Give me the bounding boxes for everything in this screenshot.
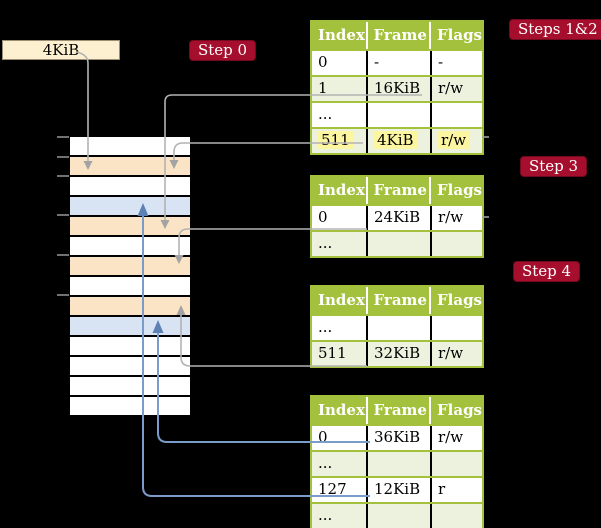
table-cell: ... (312, 504, 368, 528)
memory-frame-row-9 (70, 297, 190, 315)
memory-frame-row-12 (70, 357, 190, 375)
table-cell: - (368, 51, 432, 75)
column-header-frame: Frame (368, 287, 431, 314)
table-cell (368, 103, 432, 127)
table-row: ... (312, 314, 482, 340)
table-cell: 32KiB (368, 342, 432, 366)
table-cell: - (438, 53, 444, 71)
table-cell (368, 504, 432, 528)
highlighted-value: 4KiB (374, 131, 417, 149)
table-row: 0-- (312, 49, 482, 75)
column-header-flags: Flags (437, 291, 482, 309)
memory-frame-row-13 (70, 377, 190, 395)
steps-1-2-badge: Steps 1&2 (509, 19, 601, 40)
column-header-flags: Flags (437, 26, 482, 44)
table-cell (432, 504, 482, 528)
column-header-index: Index (312, 177, 368, 204)
table-cell (432, 103, 482, 127)
step-3-badge: Step 3 (520, 156, 588, 177)
table-cell: 4KiB (368, 129, 432, 153)
table-cell (432, 452, 482, 476)
physical-memory (70, 137, 190, 415)
table-cell: 12KiB (368, 478, 432, 502)
table-cell (368, 316, 432, 340)
table-cell (368, 232, 432, 256)
memory-frame-row-2 (70, 157, 190, 175)
column-header-index: Index (312, 22, 368, 49)
table-cell: 24KiB (368, 206, 432, 230)
memory-frame-row-4 (70, 197, 190, 215)
table-cell: 1 (312, 77, 368, 101)
step-0-badge: Step 0 (189, 40, 257, 61)
table-cell: ... (312, 316, 368, 340)
table-cell: 127 (312, 478, 368, 502)
memory-frame-row-5 (70, 217, 190, 235)
column-header-index: Index (312, 397, 368, 424)
step-4-badge: Step 4 (513, 261, 581, 282)
table-cell: 0 (312, 426, 368, 450)
memory-frame-row-3 (70, 177, 190, 195)
table-cell: 16KiB (368, 77, 432, 101)
table-cell: r/w (432, 129, 482, 153)
table-row: ... (312, 502, 482, 528)
table-cell: ... (312, 452, 368, 476)
memory-frame-row-6 (70, 237, 190, 255)
table-cell: 0 (312, 51, 368, 75)
column-header-frame: Frame (368, 177, 431, 204)
table-cell: r/w (438, 344, 464, 362)
table-cell: r (438, 480, 446, 498)
memory-frame-row-8 (70, 277, 190, 295)
column-header-frame: Frame (368, 397, 431, 424)
table-row: ... (312, 450, 482, 476)
memory-frame-row-11 (70, 337, 190, 355)
table-cell: r/w (438, 208, 464, 226)
table-cell: 511 (312, 129, 368, 153)
memory-frame-row-14 (70, 397, 190, 415)
highlighted-value: 511 (318, 131, 353, 149)
table-cell: ... (312, 103, 368, 127)
table-row: 511 4KiB r/w (312, 127, 482, 153)
column-header-flags: Flags (437, 401, 482, 419)
table-cell: ... (312, 232, 368, 256)
table-cell: 511 (312, 342, 368, 366)
table-cell: 0 (312, 206, 368, 230)
memory-tick-marks (57, 136, 69, 296)
table-cell: r/w (438, 79, 464, 97)
memory-frame-row-1 (70, 137, 190, 155)
column-header-flags: Flags (437, 181, 482, 199)
table-cell (432, 232, 482, 256)
column-header-frame: Frame (368, 22, 431, 49)
table-cell (432, 316, 482, 340)
memory-frame-row-10 (70, 317, 190, 335)
column-header-index: Index (312, 287, 368, 314)
table-row: ... (312, 101, 482, 127)
table-row: ... (312, 230, 482, 256)
table-cell: 36KiB (368, 426, 432, 450)
highlighted-value: r/w (438, 131, 470, 149)
frame-size-label: 4KiB (2, 40, 120, 60)
memory-frame-row-7 (70, 257, 190, 275)
table-cell: r/w (438, 428, 464, 446)
table-cell (368, 452, 432, 476)
